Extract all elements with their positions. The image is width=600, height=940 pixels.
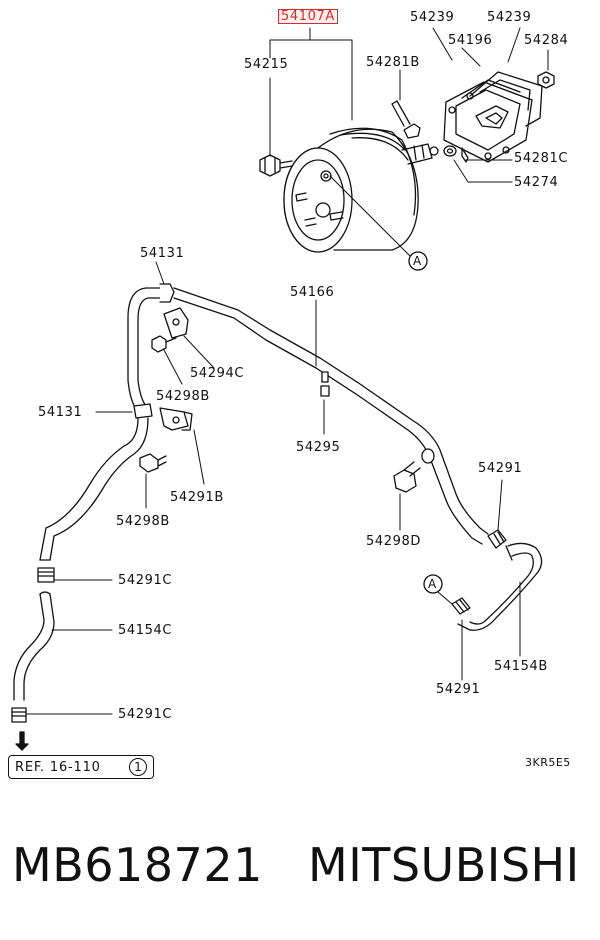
label-54281c: 54281C [514, 151, 569, 166]
label-54281b: 54281B [366, 55, 420, 70]
nut-54284 [537, 71, 555, 89]
label-54298b-lower: 54298B [116, 514, 170, 529]
gasket-plates [443, 71, 543, 163]
reference-circled-number: 1 [129, 758, 147, 776]
bolt-54298d [393, 461, 421, 493]
vacuum-pipe-54166 [173, 287, 489, 545]
label-54196: 54196 [448, 33, 493, 48]
brake-booster [283, 127, 439, 253]
label-54166: 54166 [290, 285, 335, 300]
label-54274: 54274 [514, 175, 559, 190]
label-54284: 54284 [524, 33, 569, 48]
label-54291c-upper: 54291C [118, 573, 173, 588]
part-number: MB618721 [12, 838, 263, 892]
leader-lines [25, 27, 549, 715]
callout-a-upper [408, 251, 428, 271]
diagram-drawing [11, 27, 555, 751]
down-arrow-icon [15, 731, 29, 751]
clip-54295 [320, 371, 330, 397]
vacuum-hose-right [451, 529, 543, 631]
callout-a-upper-letter: A [413, 254, 422, 268]
label-54298b-upper: 54298B [156, 389, 210, 404]
callout-a-lower-letter: A [428, 577, 437, 591]
label-54291b: 54291B [170, 490, 224, 505]
vacuum-hose-left [37, 283, 175, 583]
brand-name: MITSUBISHI [308, 838, 580, 892]
label-54239-b: 54239 [487, 10, 532, 25]
label-54291-lower: 54291 [436, 682, 481, 697]
vacuum-hose-lower-left [11, 591, 55, 723]
label-54298d: 54298D [366, 534, 421, 549]
bolt-54298b-upper [151, 335, 177, 353]
bracket-54291b [159, 407, 193, 431]
reference-text: REF. 16-110 [15, 760, 101, 775]
label-54291c-lower: 54291C [118, 707, 173, 722]
bolt-54281b [391, 100, 421, 139]
label-54107a: 54107A [278, 9, 338, 24]
bolt-54298b-lower [139, 453, 167, 473]
diagram-code: 3KR5E5 [525, 756, 571, 769]
label-54131-mid: 54131 [38, 405, 83, 420]
bracket-54294c [163, 307, 189, 339]
label-54295: 54295 [296, 440, 341, 455]
callout-a-lower [423, 574, 443, 594]
label-54215: 54215 [244, 57, 289, 72]
label-54154b: 54154B [494, 659, 548, 674]
label-54291-upper: 54291 [478, 461, 523, 476]
label-54131-top: 54131 [140, 246, 185, 261]
label-54239-a: 54239 [410, 10, 455, 25]
pin-and-washer [443, 145, 469, 163]
nut-54215 [259, 154, 293, 177]
label-54154c: 54154C [118, 623, 173, 638]
caption: MB618721 MITSUBISHI [0, 838, 600, 898]
reference-box: REF. 16-110 1 [8, 755, 154, 779]
label-54294c: 54294C [190, 366, 245, 381]
